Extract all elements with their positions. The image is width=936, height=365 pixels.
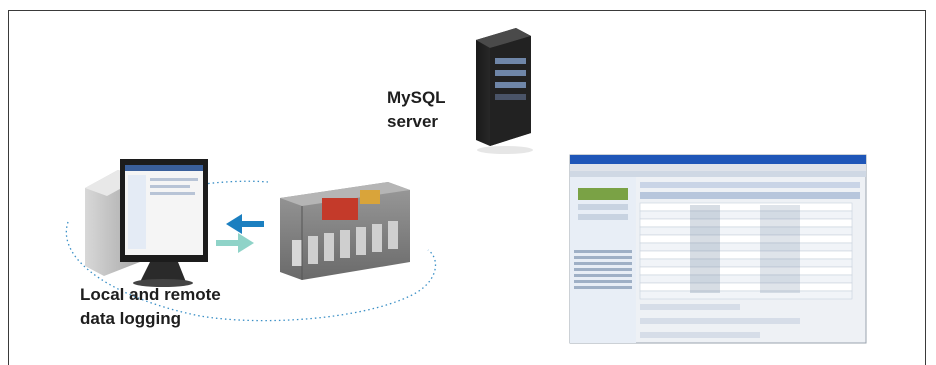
logging-label-line2: data logging	[80, 309, 182, 328]
database-admin-screenshot	[569, 154, 867, 344]
diagram-frame	[8, 10, 926, 365]
data-logging-label: Local and remote data logging	[80, 283, 221, 331]
desktop-pc-icon	[85, 159, 208, 287]
mysql-label-line2: server	[387, 112, 439, 131]
arrow-out-icon	[216, 233, 254, 253]
plc-controller-icon	[280, 182, 410, 280]
logging-label-line1: Local and remote	[80, 285, 221, 304]
mysql-label-line1: MySQL	[387, 88, 446, 107]
mysql-server-label: MySQL server	[387, 86, 446, 134]
arrow-in-icon	[226, 214, 264, 234]
server-tower-icon	[476, 28, 533, 154]
